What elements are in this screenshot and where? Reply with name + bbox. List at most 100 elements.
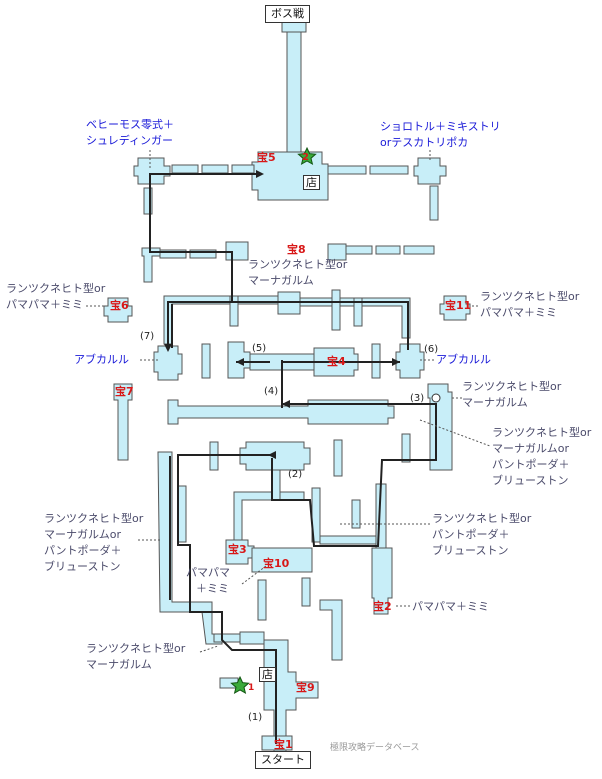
boss-label-top-left: シュレディンガー xyxy=(86,134,174,147)
route-step-3: (3) xyxy=(410,393,425,404)
corridor xyxy=(319,599,343,661)
corridor xyxy=(327,165,367,175)
corridor xyxy=(401,433,411,463)
treasure-7: 宝7 xyxy=(115,385,134,398)
corridor xyxy=(371,547,393,615)
boss-label-abakaruru-left: アブカルル xyxy=(74,353,129,366)
corridor xyxy=(177,485,187,543)
treasure-2: 宝2 xyxy=(373,600,392,613)
treasure-11: 宝11 xyxy=(445,299,472,312)
route-step-4: (4) xyxy=(264,386,279,397)
corridor xyxy=(286,21,302,153)
enemy-label: ランツクネヒト型or xyxy=(86,642,186,655)
corridor xyxy=(163,295,283,345)
save-star xyxy=(297,146,317,165)
enemy-label: パマパマ＋ミミ xyxy=(6,298,83,311)
corridor xyxy=(353,297,363,327)
corridor xyxy=(213,633,241,643)
corridor xyxy=(271,469,281,501)
corridor xyxy=(159,249,187,259)
corridor xyxy=(189,249,217,259)
treasure-1-star: 1 xyxy=(248,683,255,693)
corridor xyxy=(239,631,265,645)
room xyxy=(327,243,347,261)
corridor xyxy=(141,247,161,283)
start-label: スタート xyxy=(255,751,311,769)
enemy-label: パントポーダ＋ xyxy=(44,544,122,557)
enemy-label: マーナガルム xyxy=(86,658,152,671)
enemy-label: ランツクネヒト型or xyxy=(492,426,592,439)
room xyxy=(413,157,447,185)
corridor xyxy=(263,639,319,755)
boss-label-top-right: orテスカトリポカ xyxy=(380,136,469,149)
corridor xyxy=(429,185,439,221)
enemy-label: ランツクネヒト型or xyxy=(44,512,144,525)
hall xyxy=(167,399,395,425)
corridor xyxy=(319,535,381,545)
enemy-label: ランツクネヒト型or xyxy=(432,512,532,525)
boss-battle-label: ボス戦 xyxy=(265,5,310,23)
room xyxy=(395,343,425,379)
corridor xyxy=(281,21,307,33)
enemy-label: パマパマ xyxy=(186,566,230,579)
enemy-label: ランツクネヒト型or xyxy=(480,290,580,303)
boss-label-top-right: ショロトル＋ミキストリ xyxy=(380,120,501,133)
treasure-6: 宝6 xyxy=(110,299,129,312)
watermark: 極限攻略データベース xyxy=(330,743,420,753)
enemy-label: パントポーダ＋ xyxy=(492,458,570,471)
route-step-2: (2) xyxy=(288,469,303,480)
shop-label: 店 xyxy=(303,175,320,190)
enemy-label: ブリューストン xyxy=(432,544,509,557)
corridor xyxy=(113,383,133,461)
corridor xyxy=(375,245,401,255)
corridor xyxy=(369,165,409,175)
treasure-8: 宝8 xyxy=(287,243,306,256)
enemy-label: パマパマ＋ミミ xyxy=(480,306,557,319)
enemy-label: マーナガルム xyxy=(462,396,528,409)
corridor xyxy=(143,187,153,215)
route-step-5: (5) xyxy=(252,343,267,354)
treasure-10: 宝10 xyxy=(263,557,290,570)
enemy-label: マーナガルムor xyxy=(492,442,570,455)
corridor xyxy=(403,245,435,255)
corridor xyxy=(257,579,267,621)
room xyxy=(153,345,183,381)
enemy-label: ブリューストン xyxy=(44,560,121,573)
shop-label: 店 xyxy=(259,667,276,682)
room xyxy=(251,547,313,573)
corridor xyxy=(229,295,239,327)
route-step-7: (7) xyxy=(140,331,155,342)
room xyxy=(227,341,251,379)
enemy-label: ブリューストン xyxy=(492,474,569,487)
treasure-9: 宝9 xyxy=(296,681,315,694)
treasure-1: 宝1 xyxy=(274,738,293,751)
route-arrows xyxy=(164,170,400,459)
room xyxy=(133,157,171,185)
enemy-label: マーナガルム xyxy=(248,274,314,287)
enemy-label: マーナガルムor xyxy=(44,528,122,541)
corridor xyxy=(345,245,373,255)
enemy-label: パマパマ＋ミミ xyxy=(412,600,489,613)
corridor xyxy=(201,343,211,379)
treasure-2-top: 2 xyxy=(302,152,309,163)
route-step-1: (1) xyxy=(248,712,263,723)
enemy-label: ＋ミミ xyxy=(196,582,229,595)
corridor xyxy=(351,499,361,529)
enemy-label: ランツクネヒト型or xyxy=(6,282,106,295)
treasure-3: 宝3 xyxy=(228,543,247,556)
room xyxy=(439,295,471,321)
treasure-4: 宝4 xyxy=(327,355,346,368)
corridor xyxy=(171,164,199,174)
corridor xyxy=(231,164,255,174)
enemy-label: パントポーダ＋ xyxy=(432,528,510,541)
boss-label-abakaruru-right: アブカルル xyxy=(436,353,491,366)
save-star xyxy=(230,675,250,694)
route-step-6: (6) xyxy=(424,344,439,355)
corridor xyxy=(331,289,341,331)
leader-lines xyxy=(86,150,491,653)
corridor xyxy=(157,451,213,613)
corridor xyxy=(301,577,311,607)
enemy-label: ランツクネヒト型or xyxy=(248,258,348,271)
